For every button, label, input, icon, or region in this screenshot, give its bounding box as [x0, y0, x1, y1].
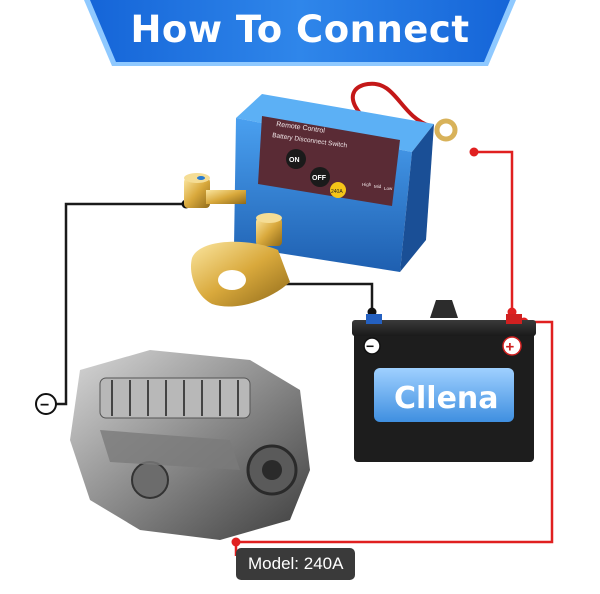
car-engine: −: [36, 350, 310, 540]
battery-negative-terminal: [366, 314, 382, 324]
battery-positive-symbol: +: [506, 339, 515, 356]
engine-ground-symbol: −: [40, 397, 49, 414]
switch-positive-wire: [474, 152, 512, 312]
mode-mid: Mid: [374, 184, 382, 189]
off-label: OFF: [312, 175, 327, 182]
battery-positive-terminal: [506, 314, 522, 324]
junction-dot: [470, 148, 479, 157]
model-badge: Model: 240A: [236, 548, 355, 580]
battery-brand: Cllena: [394, 381, 499, 416]
on-label: ON: [289, 157, 300, 164]
car-battery: Cllena − +: [352, 300, 536, 462]
battery-negative-symbol: −: [366, 338, 374, 354]
mode-low: Low: [384, 186, 393, 191]
mode-high: High: [362, 182, 372, 187]
junction-dot: [232, 538, 241, 547]
rating-label: 240A: [331, 189, 343, 195]
